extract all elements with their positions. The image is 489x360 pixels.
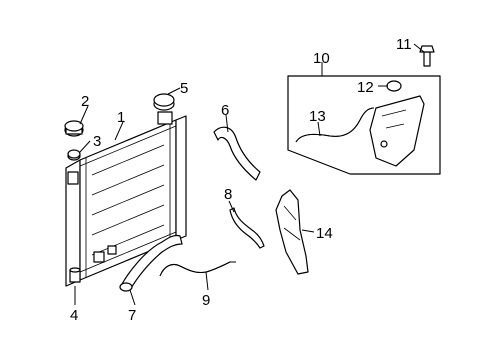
callout-12: 12 — [357, 79, 374, 96]
lower-hose — [119, 234, 183, 292]
overflow-hose — [159, 261, 236, 277]
radiator-cap — [153, 93, 175, 111]
callout-7: 7 — [128, 307, 136, 324]
callout-14: 14 — [316, 225, 333, 242]
radiator — [65, 111, 187, 287]
callout-9: 9 — [202, 292, 210, 309]
leader-lines — [74, 43, 425, 306]
upper-hose — [213, 126, 261, 181]
callout-4: 4 — [70, 307, 78, 324]
deflector — [275, 189, 309, 275]
callout-3: 3 — [93, 133, 101, 150]
bolt — [419, 45, 435, 67]
reservoir-cap — [386, 80, 402, 92]
callout-11: 11 — [396, 36, 412, 53]
callout-13: 13 — [309, 108, 326, 125]
filler-cap — [64, 120, 84, 137]
callout-10: 10 — [313, 50, 330, 67]
callout-1: 1 — [117, 109, 125, 126]
reservoir-hose — [295, 107, 375, 143]
callout-6: 6 — [221, 102, 229, 119]
seal — [67, 149, 81, 161]
mount-bushing — [69, 267, 81, 283]
callout-8: 8 — [224, 186, 232, 203]
callout-5: 5 — [180, 80, 188, 97]
reservoir-tank — [369, 95, 425, 167]
small-hose — [229, 207, 265, 249]
callout-2: 2 — [81, 93, 89, 110]
